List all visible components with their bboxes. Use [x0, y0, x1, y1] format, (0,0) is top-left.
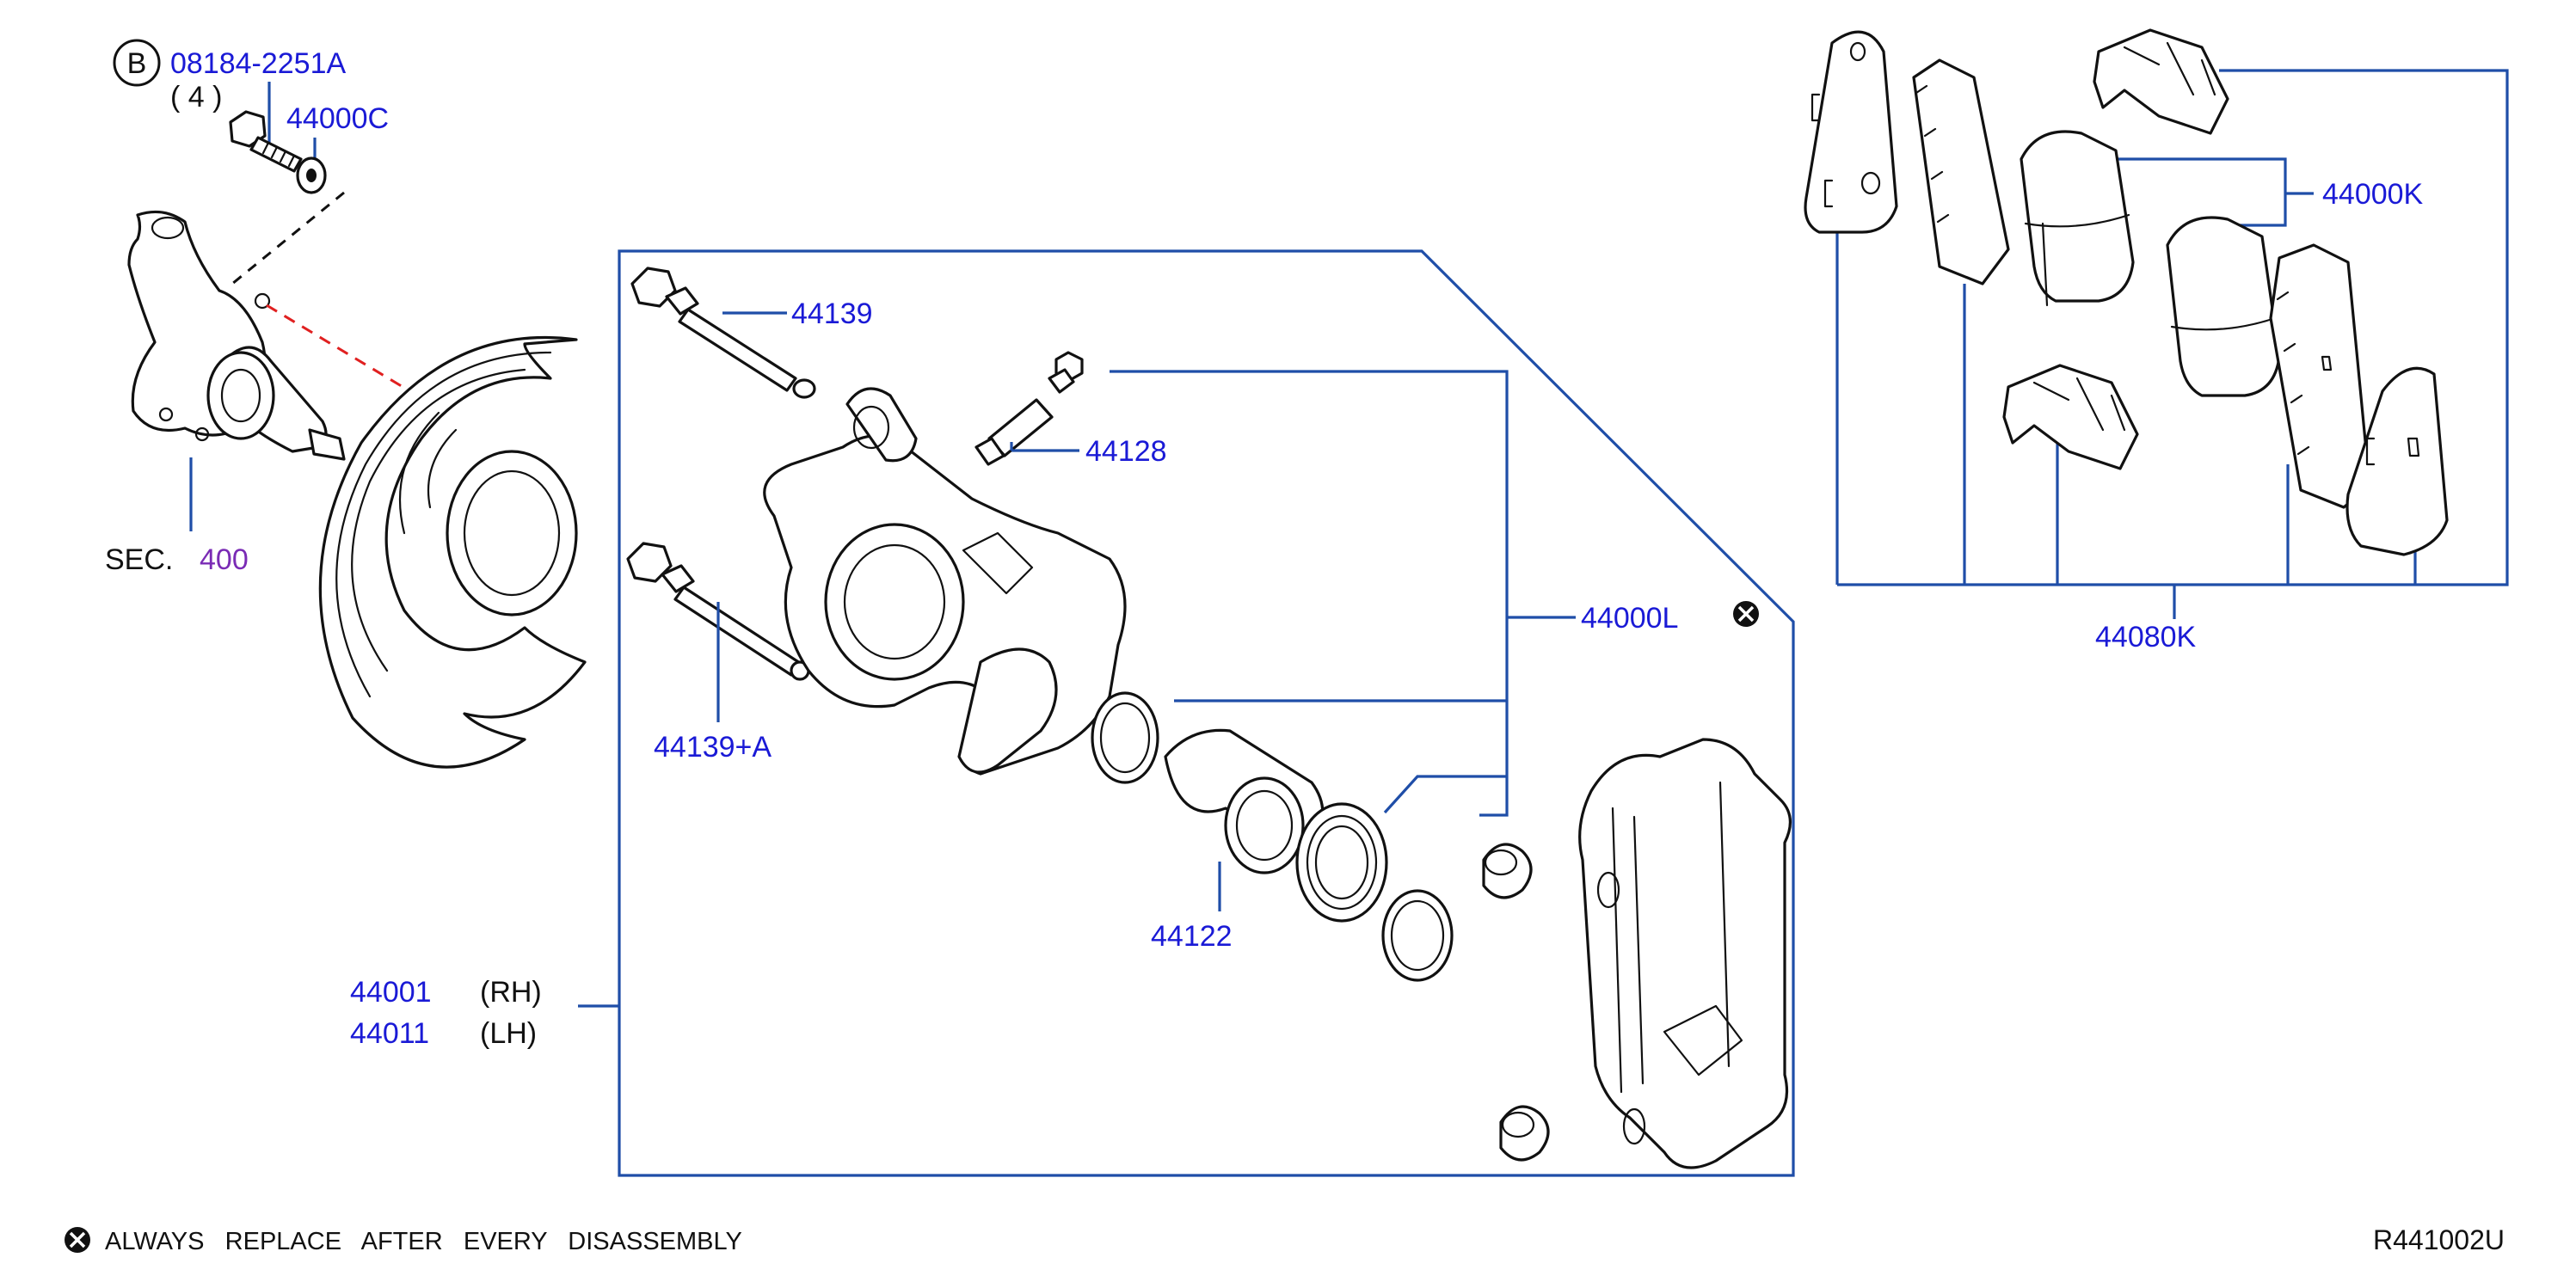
bolt-path-dashed [231, 191, 345, 285]
bleeder-part-number[interactable]: 44128 [1085, 435, 1167, 468]
seal-kit-part-number[interactable]: 44000L [1581, 602, 1678, 635]
lower-pad-clip-drawing [2002, 364, 2139, 470]
caliper-rh-part-number[interactable]: 44001 [350, 976, 432, 1009]
upper-pad-clip-drawing [2093, 28, 2229, 135]
outer-shim-drawing [1804, 30, 1898, 234]
inner-pad-backing-drawing [2269, 243, 2371, 509]
washer-drawing [296, 156, 327, 194]
replace-marker-icon [1733, 601, 1759, 627]
slide-pin-lower-part-number[interactable]: 44139+A [654, 731, 772, 764]
caliper-lh-part-number[interactable]: 44011 [350, 1017, 429, 1050]
diagram-reference-code: R441002U [2373, 1224, 2505, 1255]
inner-pad-drawing [2166, 216, 2281, 397]
inner-shim-drawing [2345, 366, 2449, 556]
caliper-rh-side: (RH) [480, 976, 542, 1009]
shim-kit-bracket [2106, 157, 2314, 227]
pad-kit-bracket [1835, 69, 2509, 619]
dust-shield-drawing [318, 335, 587, 769]
outer-pad-backing-drawing [1912, 58, 2010, 285]
bolt-quantity: ( 4 ) [170, 81, 222, 113]
section-link[interactable]: 400 [200, 543, 249, 576]
piston-drawing [1164, 728, 1325, 874]
piston-seal-drawing [1091, 691, 1159, 784]
pad-kit-part-number[interactable]: 44080K [2095, 621, 2197, 653]
outer-pad-drawing [2020, 130, 2135, 307]
retaining-ring-drawing [1381, 889, 1454, 982]
piston-part-number[interactable]: 44122 [1151, 920, 1233, 953]
seal-kit-bracket [1110, 370, 1576, 817]
pin-boot-upper-drawing [1482, 843, 1533, 899]
section-prefix: SEC. [105, 543, 173, 576]
bolt-part-number[interactable]: 08184-2251A [170, 47, 347, 80]
shim-kit-part-number[interactable]: 44000K [2322, 178, 2424, 211]
washer-part-number[interactable]: 44000C [286, 102, 389, 135]
bolt-marker-b: B [113, 39, 161, 87]
note-marker-icon [65, 1227, 90, 1253]
replace-note: ALWAYS REPLACE AFTER EVERY DISASSEMBLY [105, 1228, 742, 1255]
slide-pin-upper-drawing [630, 267, 816, 399]
caliper-lh-side: (LH) [480, 1017, 537, 1050]
caliper-assembly-border [618, 249, 1795, 1177]
steering-knuckle-drawing [127, 210, 346, 461]
red-dashed-mount-line [266, 304, 418, 397]
caliper-body-drawing [763, 387, 1127, 776]
slide-pin-lower-drawing [626, 542, 810, 681]
slide-pin-upper-part-number[interactable]: 44139 [791, 298, 873, 330]
pin-boot-lower-drawing [1499, 1105, 1550, 1162]
caliper-bracket-drawing [1578, 738, 1792, 1169]
hex-bolt-drawing [229, 110, 303, 173]
bleeder-screw-drawing [974, 351, 1084, 466]
piston-boot-drawing [1295, 802, 1388, 923]
svg-text:B: B [127, 47, 147, 80]
